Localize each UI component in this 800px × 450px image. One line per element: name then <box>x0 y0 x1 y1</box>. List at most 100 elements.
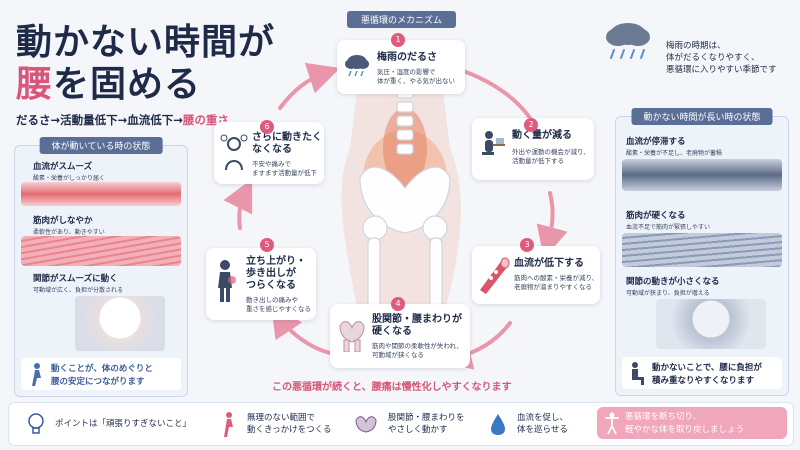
left-panel-header: 体が動いている時の状態 <box>39 137 163 154</box>
step-4-desc-2: 可動域が狭くなる <box>372 351 424 359</box>
water-drop-icon <box>491 414 505 435</box>
step-6-desc-2: ますます活動量が低下 <box>252 169 317 177</box>
step-1-desc-2: 体が重く、やる気が出ない <box>377 77 455 85</box>
cycle-header: 悪循環のメカニズム <box>347 11 457 28</box>
back-pain-person-icon <box>218 260 236 302</box>
tip-3: 股関節・腰まわりを やさしく動かす <box>354 403 484 445</box>
left-muscle-title: 筋肉がしなやか <box>33 216 93 226</box>
tip-4-text: 血流を促し、 体を巡らせる <box>517 412 568 436</box>
step-2-title: 動く量が減る <box>512 130 572 141</box>
healthy-muscle-image <box>21 236 181 266</box>
cycle-diagram <box>223 62 568 370</box>
tip-1: ポイントは「頑張りすぎないこと」 <box>27 403 207 445</box>
step-1-number: 1 <box>391 33 405 47</box>
step-2-number: 2 <box>524 118 538 132</box>
tip-2: 無理のない範囲で 動くきっかけをつくる <box>219 403 349 445</box>
step-3-desc-1: 筋肉への酸素・栄養が減り、 <box>514 274 599 282</box>
step-4-title-2: 硬くなる <box>372 326 412 337</box>
pelvis-small-icon <box>355 416 377 433</box>
blood-vessel-icon <box>480 257 510 294</box>
step-2-desc-1: 外出や運動の機会が減り、 <box>512 148 590 156</box>
walking-icon <box>224 412 233 437</box>
step-4-number: 4 <box>391 297 405 311</box>
right-joint-desc: 可動域が狭まり、負担が増える <box>626 290 710 297</box>
tip-4-line2: 体を巡らせる <box>517 425 568 435</box>
cloud-icon <box>345 55 369 77</box>
cta-line2: 軽やかな体を取り戻しましょう <box>625 425 745 435</box>
right-blood-title: 血流が停滞する <box>626 137 686 147</box>
step-5-title-2: 歩き出しが <box>246 268 296 279</box>
left-note-line1: 動くことが、体のめぐりと <box>51 364 153 374</box>
stagnant-blood-vessel-image <box>622 159 782 191</box>
step-4-desc-1: 筋肉や関節の柔軟性が失われ、 <box>372 342 463 350</box>
left-joint-title: 関節がスムーズに動く <box>33 274 118 284</box>
tip-1-prefix: ポイントは「 <box>55 419 107 429</box>
call-to-action-box: 悪循環を断ち切り、 軽やかな体を取り戻しましょう <box>597 407 787 439</box>
step-5-desc-2: 重さを感じやすくなる <box>246 305 311 313</box>
step-6-title-1: さらに動きたく <box>252 132 322 143</box>
title-line2: 腰を固める <box>16 64 275 106</box>
left-panel: 体が動いている時の状態 血流がスムーズ 酸素・栄養がしっかり届く 筋肉がしなやか… <box>14 137 188 397</box>
right-joint-title: 関節の動きが小さくなる <box>626 277 720 287</box>
walking-person-icon <box>32 363 41 386</box>
step-6-number: 6 <box>260 120 274 134</box>
step-1-title: 梅雨のだるさ <box>377 52 437 63</box>
title-rest: を固める <box>53 64 202 105</box>
tip-2-line1: 無理のない範囲で <box>247 413 316 423</box>
left-muscle-desc: 柔軟性があり、動きやすい <box>33 229 105 236</box>
tip-3-text: 股関節・腰まわりを やさしく動かす <box>388 412 465 436</box>
tip-2-line2: 動くきっかけをつくる <box>247 425 332 435</box>
step-5-number: 5 <box>260 238 274 252</box>
right-note-line1: 動かないことで、腰に負担が <box>652 363 762 373</box>
stretching-person-icon <box>605 412 619 434</box>
tip-1-text: ポイントは「頑張りすぎないこと」 <box>55 418 191 430</box>
left-joint-desc: 可動域が広く、負担が分散される <box>33 287 124 294</box>
left-note: 動くことが、体のめぐりと 腰の安定につながります <box>21 358 181 390</box>
tip-3-line2: やさしく動かす <box>388 425 448 435</box>
step-6-card: さらに動きたく なくなる 不安や痛みで ますます活動量が低下 <box>214 122 324 184</box>
step-3-desc-2: 老廃物が溜まりやすくなる <box>514 283 592 291</box>
title-line1: 動かない時間が <box>16 22 276 63</box>
tip-4: 血流を促し、 体を巡らせる <box>489 403 599 445</box>
rainy-line3: 悪循環に入りやすい季節です <box>666 65 777 75</box>
subtitle: だるさ→活動量低下→血流低下→腰の重さ <box>16 112 229 128</box>
right-muscle-title: 筋肉が硬くなる <box>626 211 686 221</box>
lightbulb-icon <box>28 413 44 434</box>
step-5-desc-1: 動き出しの痛みや <box>246 296 298 304</box>
step-3-number: 3 <box>520 238 534 252</box>
step-3-title: 血流が低下する <box>514 258 584 269</box>
title-accent: 腰 <box>16 64 54 105</box>
healthy-joint-image <box>75 296 165 351</box>
rain-cloud-icon <box>606 23 650 59</box>
right-panel: 動かない時間が長い時の状態 血流が停滞する 酸素・栄養が不足し、老廃物が蓄積 筋… <box>615 108 789 396</box>
left-note-line2: 腰の安定につながります <box>51 377 145 387</box>
right-note-line2: 積み重なりやすくなります <box>652 376 755 386</box>
step-5-title-1: 立ち上がり・ <box>246 256 306 267</box>
tip-3-line1: 股関節・腰まわりを <box>388 413 465 423</box>
step-1-card: 梅雨のだるさ 気圧・湿度の影響で 体が重く、やる気が出ない <box>337 40 465 94</box>
step-2-desc-2: 活動量が低下する <box>512 157 564 165</box>
cta-line1: 悪循環を断ち切り、 <box>625 412 702 422</box>
left-blood-desc: 酸素・栄養がしっかり届く <box>33 175 106 182</box>
step-6-title-2: なくなる <box>252 144 292 155</box>
pelvis-icon <box>339 321 365 352</box>
step-1-desc-1: 気圧・湿度の影響で <box>377 68 436 76</box>
step-5-card: 立ち上がり・ 歩き出しが つらくなる 動き出しの痛みや 重さを感じやすくなる <box>206 248 316 320</box>
step-6-desc-1: 不安や痛みで <box>252 160 291 168</box>
left-blood-title: 血流がスムーズ <box>33 162 93 172</box>
stiff-joint-image <box>656 299 766 349</box>
tip-1-suffix: 」 <box>182 419 192 429</box>
step-5-title-3: つらくなる <box>246 280 296 291</box>
step-4-card: 股関節・腰まわりが 硬くなる 筋肉や関節の柔軟性が失われ、 可動域が狭くなる <box>330 304 470 368</box>
worried-person-icon <box>220 134 248 170</box>
rainy-line1: 梅雨の時期は、 <box>666 41 726 51</box>
step-3-card: 血流が低下する 筋肉への酸素・栄養が減り、 老廃物が溜まりやすくなる <box>472 246 600 304</box>
desk-worker-icon <box>482 131 505 155</box>
sitting-person-icon <box>632 362 644 385</box>
subtitle-chain: だるさ→活動量低下→血流低下→ <box>16 113 183 127</box>
tip-2-text: 無理のない範囲で 動くきっかけをつくる <box>247 412 332 436</box>
right-panel-header: 動かない時間が長い時の状態 <box>631 108 773 125</box>
tip-1-emphasis: 頑張りすぎないこと <box>106 419 183 429</box>
cycle-warning: この悪循環が続くと、腰痛は慢性化しやすくなります <box>272 382 512 393</box>
rainy-line2: 体がだるくなりやすく、 <box>666 53 760 63</box>
